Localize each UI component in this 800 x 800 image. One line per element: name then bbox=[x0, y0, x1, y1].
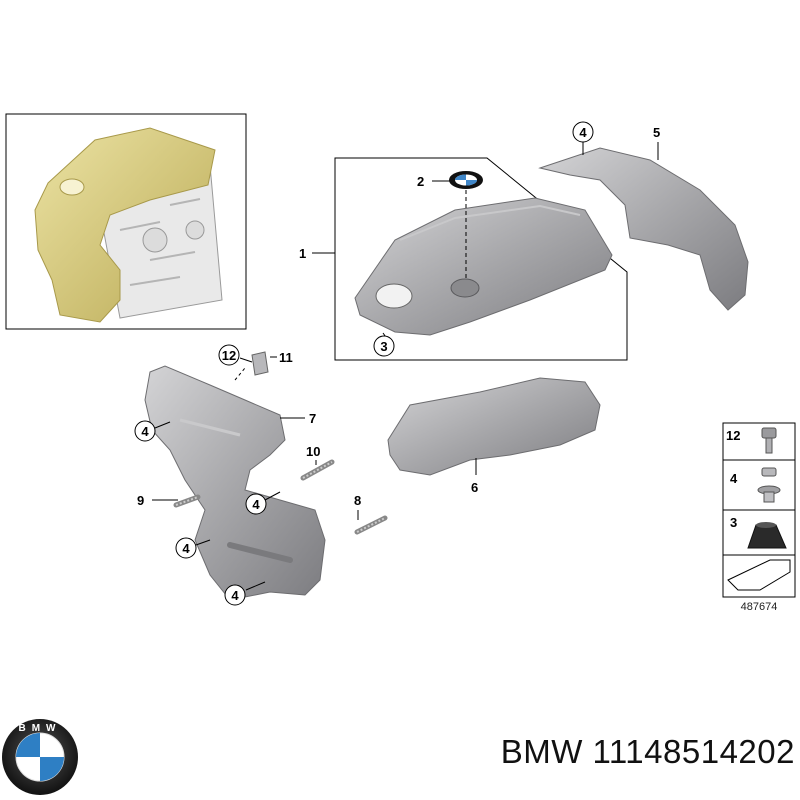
legend-item-3: 3 bbox=[730, 515, 737, 530]
callout-2: 2 bbox=[417, 174, 424, 189]
callout-8: 8 bbox=[354, 493, 361, 508]
callout-5: 5 bbox=[653, 125, 660, 140]
intake-cover-part6 bbox=[387, 377, 601, 476]
callout-4a-circle bbox=[572, 121, 594, 143]
callout-4e-circle bbox=[224, 584, 246, 606]
engine-cover-highlight bbox=[34, 127, 216, 323]
engine-cover-part1 bbox=[354, 197, 613, 336]
callout-7: 7 bbox=[309, 411, 316, 426]
callout-4c-circle bbox=[245, 493, 267, 515]
lower-shield-part7 bbox=[144, 365, 326, 601]
callout-11: 11 bbox=[279, 350, 293, 365]
stud-part9 bbox=[173, 494, 201, 508]
grommet-icon bbox=[747, 522, 787, 549]
callout-3-circle bbox=[373, 335, 395, 357]
svg-text:BMW: BMW bbox=[19, 723, 62, 734]
leader-lines bbox=[152, 142, 659, 591]
callout-4e: 4 bbox=[231, 588, 239, 603]
legend-item-12: 12 bbox=[726, 428, 740, 443]
bracket-part11 bbox=[251, 351, 269, 376]
bmw-emblem-part2 bbox=[449, 171, 483, 280]
callout-3: 3 bbox=[380, 339, 387, 354]
callout-4b: 4 bbox=[141, 424, 149, 439]
callout-12: 12 bbox=[222, 348, 236, 363]
callout-4c: 4 bbox=[252, 497, 260, 512]
callout-12-circle bbox=[218, 344, 240, 366]
part1-detail-box bbox=[334, 157, 628, 361]
bmw-logo: BMW bbox=[2, 719, 78, 795]
engine-overview-inset bbox=[5, 113, 247, 330]
stud-part10 bbox=[300, 459, 335, 481]
callout-9: 9 bbox=[137, 493, 144, 508]
diagram-reference-number: 487674 bbox=[741, 601, 778, 613]
callout-4d-circle bbox=[175, 537, 197, 559]
callout-4a: 4 bbox=[579, 125, 587, 140]
fastener-legend: 12 4 3 487674 bbox=[722, 422, 796, 613]
callout-6: 6 bbox=[471, 480, 478, 495]
side-shield-part5 bbox=[538, 147, 749, 311]
callout-10: 10 bbox=[306, 444, 320, 459]
stud-part8 bbox=[354, 515, 388, 535]
bolt-icon bbox=[761, 427, 777, 454]
callout-1: 1 bbox=[299, 246, 306, 261]
arrow-icon bbox=[727, 559, 791, 591]
clip-icon bbox=[757, 467, 781, 503]
part-number-label: BMW 11148514202 bbox=[500, 733, 795, 770]
callout-4d: 4 bbox=[182, 541, 190, 556]
legend-item-4: 4 bbox=[730, 471, 738, 486]
callout-4b-circle bbox=[134, 420, 156, 442]
